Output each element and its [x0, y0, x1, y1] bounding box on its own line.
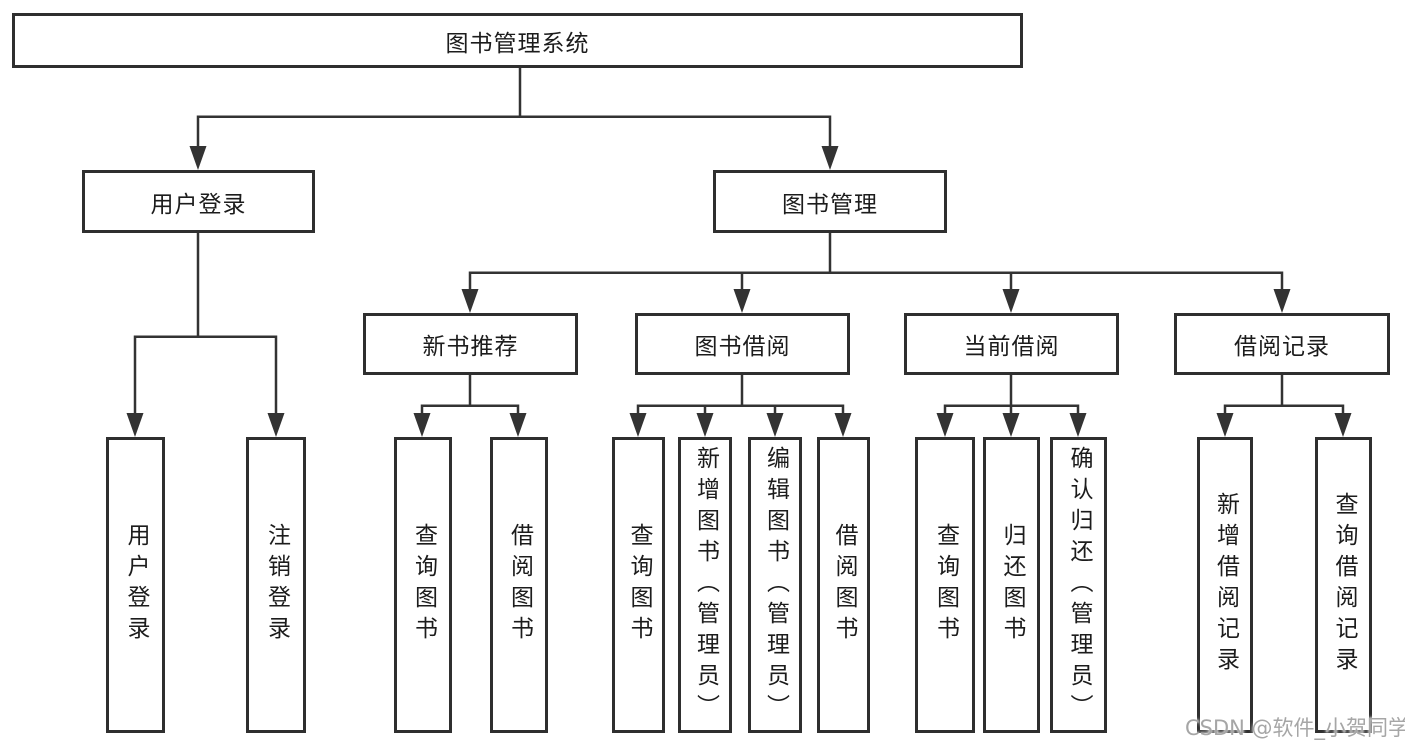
node-borrowing-records: 借阅记录 — [1174, 313, 1390, 375]
node-borrowing-records-label: 借阅记录 — [1234, 334, 1330, 360]
leaf-logout: 注销登录 — [246, 437, 306, 733]
leaf-confirm-return-admin-label: 确认归还（管理员） — [1066, 445, 1092, 725]
leaf-query-books-borrowing: 查询图书 — [612, 437, 665, 733]
node-book-borrowing: 图书借阅 — [635, 313, 850, 375]
leaf-query-books-current-label: 查询图书 — [932, 523, 959, 647]
leaf-borrow-books-recommend: 借阅图书 — [490, 437, 548, 733]
leaf-edit-books-admin: 编辑图书（管理员） — [748, 437, 802, 733]
leaf-return-books-label: 归还图书 — [999, 523, 1025, 647]
leaf-user-login: 用户登录 — [106, 437, 165, 733]
node-user-login-label: 用户登录 — [150, 191, 247, 218]
leaf-confirm-return-admin: 确认归还（管理员） — [1050, 437, 1107, 733]
csdn-watermark: CSDN @软件_小贺同学 — [1185, 716, 1405, 740]
node-root-library-management-system: 图书管理系统 — [12, 13, 1023, 68]
leaf-add-borrow-record-label: 新增借阅记录 — [1212, 492, 1239, 678]
node-new-book-recommend-label: 新书推荐 — [422, 334, 519, 360]
leaf-borrow-books-recommend-label: 借阅图书 — [506, 523, 533, 647]
leaf-user-login-label: 用户登录 — [123, 523, 149, 647]
leaf-add-books-admin-label: 新增图书（管理员） — [692, 445, 719, 725]
leaf-borrow-books-borrowing-label: 借阅图书 — [831, 523, 857, 647]
node-book-management: 图书管理 — [713, 170, 947, 233]
leaf-add-borrow-record: 新增借阅记录 — [1197, 437, 1253, 733]
leaf-borrow-books-borrowing: 借阅图书 — [817, 437, 870, 733]
leaf-query-books-recommend: 查询图书 — [394, 437, 452, 733]
leaf-edit-books-admin-label: 编辑图书（管理员） — [762, 445, 789, 725]
leaf-add-books-admin: 新增图书（管理员） — [678, 437, 732, 733]
node-current-borrowing: 当前借阅 — [904, 313, 1119, 375]
leaf-query-books-recommend-label: 查询图书 — [410, 523, 437, 647]
node-book-borrowing-label: 图书借阅 — [694, 334, 791, 360]
leaf-query-borrow-record-label: 查询借阅记录 — [1331, 492, 1357, 678]
leaf-logout-label: 注销登录 — [263, 523, 290, 647]
leaf-query-books-current: 查询图书 — [915, 437, 975, 733]
node-current-borrowing-label: 当前借阅 — [963, 334, 1060, 360]
leaf-query-books-borrowing-label: 查询图书 — [626, 523, 652, 647]
node-book-management-label: 图书管理 — [782, 191, 878, 218]
node-user-login: 用户登录 — [82, 170, 315, 233]
leaf-query-borrow-record: 查询借阅记录 — [1315, 437, 1372, 733]
node-root-label: 图书管理系统 — [445, 30, 590, 57]
node-new-book-recommend: 新书推荐 — [363, 313, 578, 375]
leaf-return-books: 归还图书 — [983, 437, 1040, 733]
